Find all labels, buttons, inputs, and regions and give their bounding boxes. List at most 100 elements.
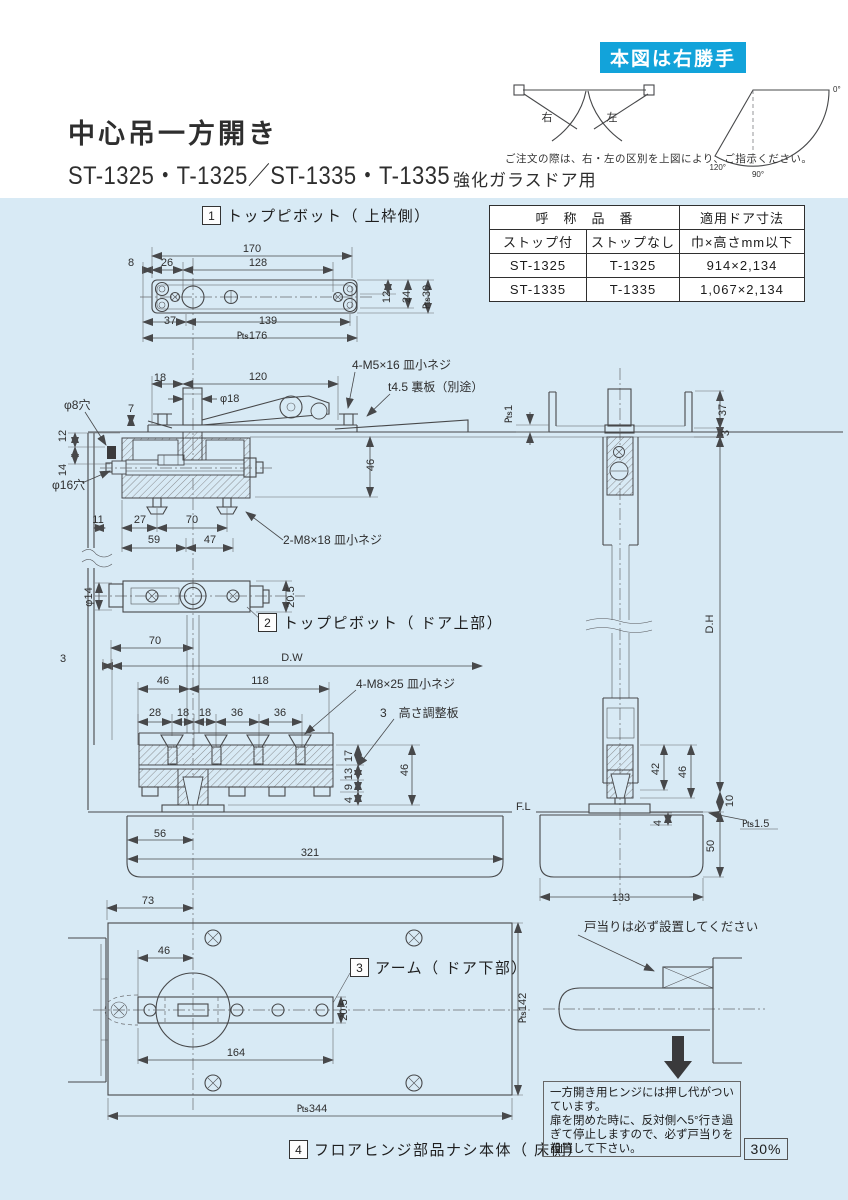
floor-hinge-plan-view [68, 900, 533, 1120]
dim-label: 左 [607, 111, 618, 124]
opening-angle-diagram [714, 89, 830, 167]
dim-label: 14 [57, 464, 69, 476]
model-stop: ST-1335 [489, 277, 587, 302]
dim-label: φ16穴 [52, 477, 85, 492]
model-nostop: T-1325 [586, 253, 680, 278]
dim-label: 13 [343, 768, 355, 780]
spec-header-name: 呼 称 品 番 [489, 205, 680, 230]
dim-label: 36 [274, 707, 286, 719]
dim-label: 170 [243, 243, 261, 255]
dim-label: 4 [652, 820, 664, 826]
dim-label: 42 [650, 763, 662, 775]
dim-label: 46 [157, 675, 169, 687]
order-note: ご注文の際は、右・左の区別を上図により、ご指示ください。 [505, 153, 813, 165]
dim-label: 18 [199, 707, 211, 719]
dim-label: 4-M5×16 皿小ネジ [352, 358, 451, 372]
door-width-dimensions [102, 640, 483, 767]
dim-label: 12 [381, 291, 393, 303]
spec-table: 呼 称 品 番 適用ドア寸法 ストップ付 ストップなし 巾×高さmm以下 ST-… [489, 205, 805, 302]
dim-label: ₧1 [503, 405, 515, 423]
dim-label: 4 [343, 797, 355, 803]
floor-hinge-section-view [88, 615, 512, 878]
door-stop-diagram [543, 934, 765, 1079]
col-dim: 巾×高さmm以下 [679, 229, 805, 254]
spec-header-size: 適用ドア寸法 [679, 205, 805, 230]
section-title: フロアヒンジ部品ナシ本体（ 床側） [314, 1142, 584, 1159]
dim-label: 28 [149, 707, 161, 719]
section-number: 4 [289, 1140, 308, 1159]
section-number: 1 [202, 206, 221, 225]
dim-label: 120 [249, 371, 267, 383]
dim-label: 128 [249, 257, 267, 269]
dim-label: 47 [204, 534, 216, 546]
dim-label: ₧176 [237, 330, 267, 342]
section-number: 3 [350, 958, 369, 977]
dim-label: 73 [142, 895, 154, 907]
dim-label: 3 [60, 653, 66, 665]
dim-label: 4-M8×25 皿小ネジ [356, 677, 455, 691]
dim-label: 120° [709, 163, 726, 172]
dim-label: 164 [227, 1047, 245, 1059]
dim-label: 24 [401, 291, 413, 303]
door-size: 914×2,134 [679, 253, 805, 278]
dim-label: 8 [128, 257, 134, 269]
note-line: 一方開き用ヒンジには押し代がつい [550, 1087, 734, 1099]
dim-label: 56 [154, 828, 166, 840]
dim-label: D.W [281, 652, 303, 664]
dim-label: 17 [343, 750, 355, 762]
dim-label: 59 [148, 534, 160, 546]
table-row: ST-1335 T-1335 1,067×2,134 [489, 277, 805, 302]
door-size: 1,067×2,134 [679, 277, 805, 302]
dim-label: 133 [612, 892, 630, 904]
section-label-top-pivot-door: 2 トップピボット（ ドア上部） [258, 612, 503, 633]
dim-label: 70 [149, 635, 161, 647]
dim-label: F.L [516, 801, 531, 813]
dim-label: t4.5 裏板（別途） [388, 379, 483, 394]
drawing-panel-background [0, 198, 848, 1200]
col-stop: ストップ付 [489, 229, 587, 254]
dim-label: 46 [677, 766, 689, 778]
section-label-top-pivot-frame: 1 トップピボット（ 上枠側） [202, 205, 431, 226]
dim-label: 37 [164, 315, 176, 327]
caution-note-box: 一方開き用ヒンジには押し代がつい ています。 扉を閉めた時に、反対側へ5°行き過… [543, 1081, 741, 1157]
note-line: ています。 [550, 1101, 607, 1113]
dim-label: 90° [752, 170, 764, 179]
dim-label: 118 [251, 675, 269, 687]
dim-label: 26 [161, 257, 173, 269]
dim-label: φ18 [220, 393, 239, 405]
door-elevation-view [516, 388, 778, 901]
dim-label: 12 [57, 430, 69, 442]
dim-label: 11 [92, 514, 103, 526]
dim-label: 9 [343, 784, 355, 790]
dim-label: 46 [365, 459, 377, 471]
note-line: 設置して下さい。 [550, 1143, 642, 1155]
scale-badge: 30% [744, 1138, 788, 1160]
dim-label: φ8穴 [64, 397, 90, 412]
dim-label: 10 [724, 795, 736, 807]
page-title: 中心吊一方開き [68, 119, 278, 149]
model-nostop: T-1335 [586, 277, 680, 302]
dim-label: 20.5 [285, 586, 297, 607]
dim-label: φ14 [83, 587, 95, 606]
section-label-arm: 3 アーム（ ドア下部） [350, 957, 528, 978]
table-row: ST-1325 T-1325 914×2,134 [489, 253, 805, 278]
col-nostop: ストップなし [586, 229, 680, 254]
swing-direction-diagram [513, 84, 655, 142]
dim-label: 27 [134, 514, 146, 526]
dim-label: 50 [705, 840, 717, 852]
dim-label: 46 [158, 945, 170, 957]
dim-label: ₧30 [421, 285, 433, 309]
dim-label: ₧142 [517, 993, 529, 1023]
dim-label: 2-M8×18 皿小ネジ [283, 533, 382, 547]
dim-label: 0° [833, 85, 841, 94]
section-title: アーム（ ドア下部） [375, 960, 528, 977]
arm-top-view [95, 580, 305, 621]
dim-label: 3 [720, 430, 732, 436]
dim-label: 3 高さ調整板 [380, 705, 459, 720]
dim-label: 321 [301, 847, 319, 859]
section-label-body: 4 フロアヒンジ部品ナシ本体（ 床側） [289, 1139, 584, 1160]
dim-label: 18 [177, 707, 189, 719]
top-pivot-plan-view [140, 247, 434, 342]
note-line: 扉を閉めた時に、反対側へ5°行き過 [550, 1115, 734, 1127]
